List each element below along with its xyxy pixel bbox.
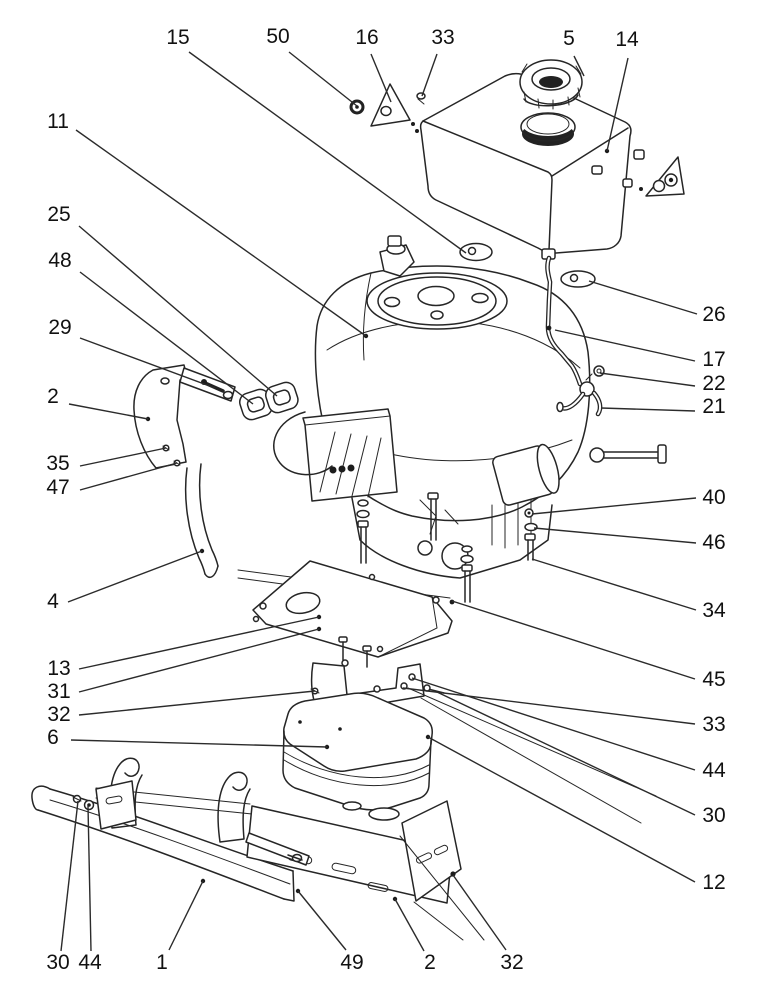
callout-31-15: 31 [47, 680, 70, 703]
frame-rails [407, 687, 657, 824]
leader-line-5-4 [573, 55, 585, 77]
leader-line-48-8 [79, 271, 254, 405]
frame-hook-mid [217, 771, 251, 843]
callout-49-21: 49 [340, 951, 363, 974]
fuel-shutoff-elbow [556, 381, 603, 417]
leader-line-30-18 [60, 800, 79, 952]
washer-tank-outlet [560, 270, 596, 288]
leader-line-32-16 [78, 690, 316, 716]
callout-5-4: 5 [563, 27, 575, 50]
leader-line-4-13 [67, 550, 203, 603]
leader-line-6-17 [70, 739, 328, 748]
callout-45-31: 45 [702, 668, 725, 691]
callout-47-12: 47 [46, 476, 69, 499]
hose [273, 411, 333, 476]
leader-line-45-31 [451, 600, 696, 680]
callout-16-2: 16 [355, 26, 378, 49]
leader-line-11-6 [75, 129, 367, 337]
leader-line-15-0 [188, 51, 467, 254]
leader-line-12-35 [427, 736, 696, 883]
leader-line-35-11 [79, 447, 167, 467]
callout-14-5: 14 [615, 28, 639, 51]
callout-6-17: 6 [47, 726, 59, 749]
callout-2-10: 2 [47, 385, 59, 408]
leader-line-31-15 [78, 628, 320, 693]
support-tube [184, 463, 219, 579]
leader-line-34-30 [531, 558, 697, 611]
support-bar [245, 832, 310, 866]
callout-21-27: 21 [702, 395, 725, 418]
frame-side-plate [399, 800, 485, 941]
callout-44-19: 44 [78, 951, 102, 974]
callout-12-35: 12 [702, 871, 725, 894]
callout-30-18: 30 [46, 951, 69, 974]
muffler [282, 692, 433, 821]
leader-line-40-28 [531, 497, 697, 515]
blower-housing-top [366, 272, 508, 330]
callout-26-24: 26 [702, 303, 725, 326]
oil-filter [492, 443, 560, 506]
fuel-cap [519, 59, 583, 110]
callout-46-29: 46 [702, 531, 725, 554]
tank-bracket-left [349, 83, 426, 133]
callout-29-9: 29 [48, 316, 71, 339]
callout-1-20: 1 [156, 951, 168, 974]
leader-line-17-25 [554, 329, 696, 362]
fuel-line [545, 255, 605, 417]
callout-50-1: 50 [266, 25, 289, 48]
leader-line-33-32 [402, 687, 696, 725]
leader-line-2-10 [68, 403, 149, 420]
leader-line-26-24 [588, 280, 698, 315]
leader-line-21-27 [600, 407, 696, 412]
engine [273, 235, 667, 579]
leader-line-16-2 [370, 53, 392, 103]
callout-13-14: 13 [47, 657, 70, 680]
callout-11-6: 11 [47, 110, 69, 133]
callout-44-33: 44 [702, 759, 726, 782]
callout-25-7: 25 [47, 203, 70, 226]
leader-line-50-1 [288, 51, 358, 107]
callout-33-3: 33 [431, 26, 454, 49]
left-mount-bracket [72, 780, 137, 830]
leader-line-49-21 [297, 890, 347, 951]
callout-17-25: 17 [702, 348, 725, 371]
callout-34-30: 34 [702, 599, 726, 622]
tank-bracket-right [639, 156, 685, 197]
fuel-tank [419, 59, 685, 260]
callout-32-23: 32 [500, 951, 523, 974]
callout-15-0: 15 [166, 26, 189, 49]
callout-22-26: 22 [702, 372, 725, 395]
callout-30-34: 30 [702, 804, 725, 827]
washer-top [459, 242, 493, 262]
filler-neck [520, 112, 576, 146]
callout-48-8: 48 [48, 249, 71, 272]
leader-line-25-7 [78, 225, 278, 397]
leader-line-47-12 [79, 462, 178, 491]
side-bolt [589, 444, 667, 464]
callout-4-13: 4 [47, 590, 59, 613]
callout-35-11: 35 [46, 452, 69, 475]
leader-line-44-33 [411, 677, 696, 771]
callout-40-28: 40 [702, 486, 725, 509]
starter-cover [302, 408, 398, 502]
callout-32-16: 32 [47, 703, 70, 726]
callout-33-32: 33 [702, 713, 725, 736]
leader-line-2-22 [394, 898, 425, 952]
leader-line-46-29 [533, 527, 697, 544]
leader-line-29-9 [79, 337, 216, 389]
leader-line-14-5 [606, 57, 629, 152]
mounting-hardware [356, 492, 538, 603]
leader-line-22-26 [599, 372, 696, 387]
leader-line-32-23 [452, 874, 507, 951]
fuel-pump [379, 235, 415, 277]
leader-line-44-19 [87, 805, 92, 952]
leader-line-1-20 [168, 880, 204, 951]
frame-assembly [31, 687, 657, 941]
leader-line-33-3 [421, 53, 438, 97]
leader-line-13-14 [78, 616, 320, 670]
callout-2-22: 2 [424, 951, 436, 974]
leader-line-30-34 [436, 691, 696, 816]
